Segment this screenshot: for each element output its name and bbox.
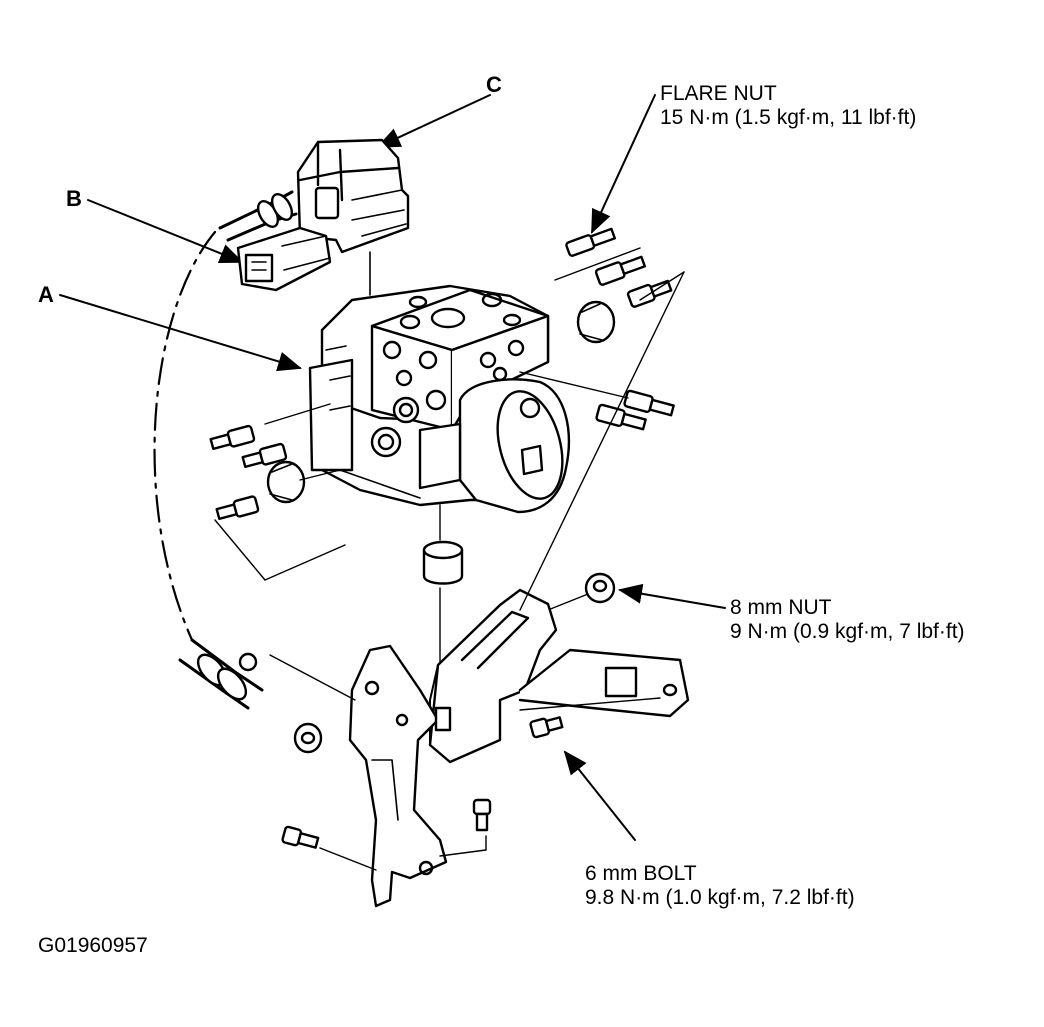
leader-flare-nut xyxy=(591,94,656,234)
flare-nuts-left xyxy=(209,403,346,581)
bolt-6mm-label: 6 mm BOLT xyxy=(585,862,697,885)
leader-lines xyxy=(59,94,726,841)
nut-8mm-label: 8 mm NUT xyxy=(730,596,832,619)
bolt-6mm-torque: 9.8 N·m (1.0 kgf·m, 7.2 lbf·ft) xyxy=(585,886,855,909)
flare-nuts-right xyxy=(519,371,675,431)
nut-8mm-spec: 8 mm NUT 9 N·m (0.9 kgf·m, 7 lbf·ft) xyxy=(730,596,965,644)
flare-nut-torque: 15 N·m (1.5 kgf·m, 11 lbf·ft) xyxy=(660,106,917,129)
connector-b xyxy=(236,226,332,292)
harness-cable xyxy=(153,190,298,710)
callout-b: B xyxy=(66,186,82,211)
bolt-lower-right xyxy=(439,798,492,857)
reference-line-right xyxy=(519,271,685,611)
flare-nuts-top xyxy=(554,227,685,344)
modulator-unit-a xyxy=(308,284,570,514)
bolt-6mm xyxy=(529,716,564,739)
leader-c xyxy=(376,94,491,148)
leader-6mm-bolt xyxy=(563,750,636,841)
callout-a: A xyxy=(38,282,54,307)
nut-left xyxy=(293,722,323,754)
bolt-lower-left xyxy=(281,825,377,871)
figure-id: G01960957 xyxy=(38,934,148,957)
bolt-6mm-spec: 6 mm BOLT 9.8 N·m (1.0 kgf·m, 7.2 lbf·ft… xyxy=(585,862,855,910)
flare-nut-spec: FLARE NUT 15 N·m (1.5 kgf·m, 11 lbf·ft) xyxy=(660,82,916,130)
nut-8mm-torque: 9 N·m (0.9 kgf·m, 7 lbf·ft) xyxy=(730,620,965,643)
nut-8mm xyxy=(547,572,616,611)
leader-b xyxy=(87,199,244,264)
leader-a xyxy=(59,294,302,372)
flare-nut-label: FLARE NUT xyxy=(660,82,777,105)
mounting-bracket xyxy=(269,588,690,908)
connector-c-housing xyxy=(296,138,410,254)
callout-c: C xyxy=(486,72,502,97)
leader-8mm-nut xyxy=(618,583,726,609)
